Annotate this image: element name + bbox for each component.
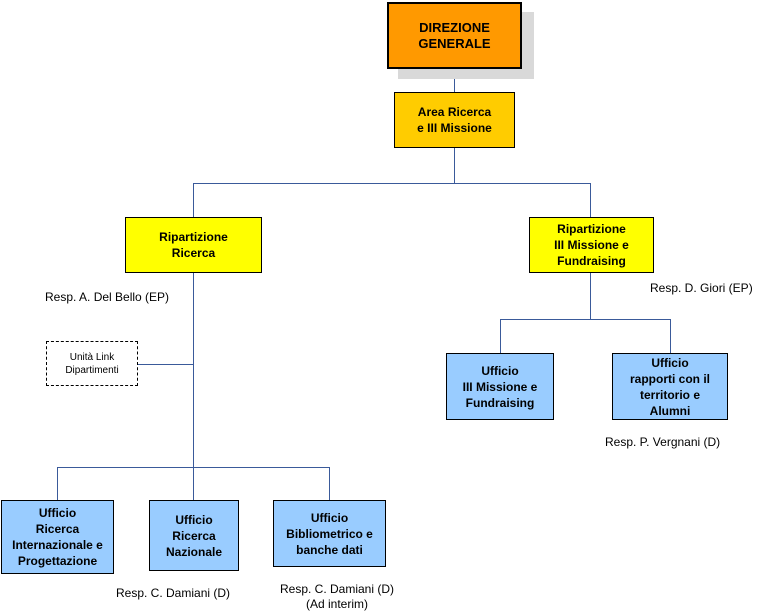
ufficio-rapporti-box: Ufficio rapporti con il territorio e Alu… [612, 353, 728, 420]
resp-damiani-interim-line2: (Ad interim) [305, 597, 368, 611]
ripartizione-ricerca-box: Ripartizione Ricerca [125, 217, 262, 273]
resp-damiani-interim-line1: Resp. C. Damiani (D) [279, 582, 395, 596]
resp-damiani-interim: Resp. C. Damiani (D) (Ad interim) [272, 582, 402, 612]
ufficio-bibliometrico-box: Ufficio Bibliometrico e banche dati [273, 500, 386, 567]
resp-damiani: Resp. C. Damiani (D) [116, 586, 231, 600]
ufficio-rapporti-label: Ufficio rapporti con il territorio e Alu… [629, 355, 710, 418]
direzione-generale-box: DIREZIONE GENERALE [387, 2, 522, 69]
ufficio-nazionale-label: Ufficio Ricerca Nazionale [165, 512, 222, 559]
ufficio-bibliometrico-label: Ufficio Bibliometrico e banche dati [286, 510, 373, 557]
area-ricerca-label: Area Ricerca e III Missione [417, 105, 492, 135]
ufficio-missione-box: Ufficio III Missione e Fundraising [446, 353, 554, 420]
ufficio-nazionale-box: Ufficio Ricerca Nazionale [149, 500, 239, 571]
ufficio-missione-label: Ufficio III Missione e Fundraising [462, 363, 538, 410]
unita-link-box: Unità Link Dipartimenti [46, 341, 138, 386]
ripartizione-ricerca-label: Ripartizione Ricerca [159, 230, 228, 260]
ufficio-internazionale-label: Ufficio Ricerca Internazionale e Progett… [12, 506, 103, 568]
ripartizione-missione-box: Ripartizione III Missione e Fundraising [529, 217, 654, 273]
resp-giori: Resp. D. Giori (EP) [650, 281, 753, 295]
resp-del-bello: Resp. A. Del Bello (EP) [45, 290, 170, 304]
unita-link-label: Unità Link Dipartimenti [65, 351, 119, 376]
direzione-generale-label: DIREZIONE GENERALE [418, 19, 491, 51]
ripartizione-missione-label: Ripartizione III Missione e Fundraising [554, 222, 629, 268]
ufficio-internazionale-box: Ufficio Ricerca Internazionale e Progett… [1, 500, 114, 574]
resp-vergnani: Resp. P. Vergnani (D) [605, 435, 721, 449]
area-ricerca-box: Area Ricerca e III Missione [394, 92, 515, 148]
